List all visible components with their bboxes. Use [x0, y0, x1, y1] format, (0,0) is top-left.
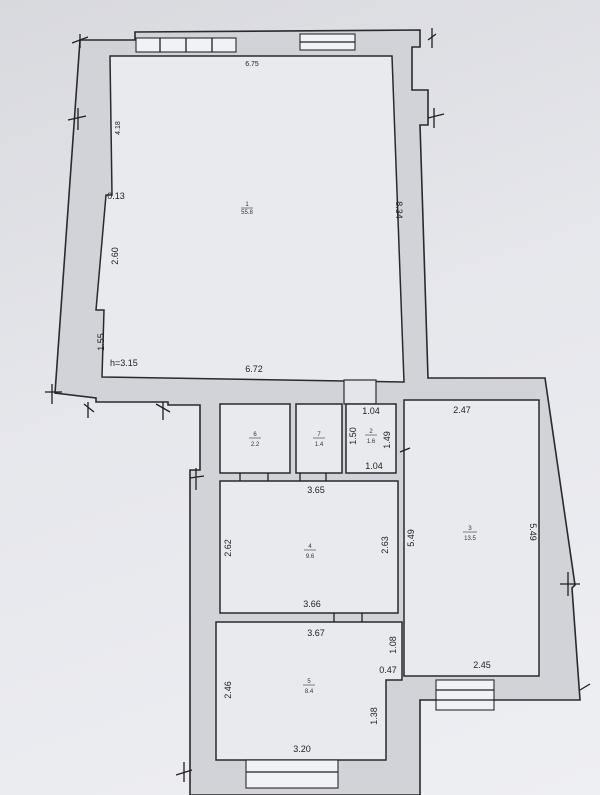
room-label-7: 7 1.4 [313, 432, 325, 448]
dim-r1-top: 6.75 [245, 61, 259, 68]
dim-r1-left-top: 4.18 [115, 121, 122, 135]
dim-r2-left: 1.50 [348, 427, 358, 445]
room-label-3: 3 13.5 [463, 526, 477, 542]
dim-r4-right: 2.63 [380, 536, 390, 554]
window-bottom-room-3 [435, 679, 495, 711]
room-6 [219, 403, 291, 474]
room-3 [403, 399, 540, 677]
dim-r2-top: 1.04 [362, 406, 380, 416]
window-top-right [299, 33, 356, 51]
svg-text:55.8: 55.8 [241, 210, 253, 216]
svg-text:6: 6 [253, 432, 257, 438]
dim-r3-left: 5.49 [406, 529, 416, 547]
dim-r5-left: 2.46 [223, 681, 233, 699]
dim-r3-right: 5.49 [528, 523, 538, 541]
dim-r1-bottom: 6.72 [245, 364, 263, 374]
dim-r4-top: 3.65 [307, 485, 325, 495]
svg-text:1.4: 1.4 [315, 442, 324, 448]
room-label-4: 4 9.6 [304, 544, 316, 560]
dim-r1-right: 8.34 [394, 201, 404, 219]
svg-text:2: 2 [369, 429, 373, 435]
dim-r2-bottom: 1.04 [365, 461, 383, 471]
dim-r5-top: 3.67 [307, 628, 325, 638]
svg-text:3: 3 [468, 526, 472, 532]
dim-r5-right-low: 1.38 [369, 707, 379, 725]
room-label-1: 1 55.8 [241, 202, 253, 216]
dim-r5-bottom: 3.20 [293, 744, 311, 754]
svg-text:1: 1 [245, 202, 249, 208]
dim-r4-bottom: 3.66 [303, 599, 321, 609]
room-label-6: 6 2.2 [249, 432, 261, 448]
dim-r5-step: 0.47 [379, 665, 397, 675]
svg-text:4: 4 [308, 544, 312, 550]
ceiling-height: h=3.15 [110, 358, 138, 368]
corridor-bottom [343, 379, 377, 405]
dim-r1-left-low: 1.55 [96, 333, 106, 351]
svg-text:13.5: 13.5 [464, 536, 476, 542]
dim-r2-right: 1.49 [382, 431, 392, 449]
svg-text:1.6: 1.6 [367, 439, 376, 445]
dim-r3-bottom: 2.45 [473, 660, 491, 670]
room-2 [345, 403, 397, 474]
svg-text:9.6: 9.6 [306, 554, 315, 560]
svg-text:7: 7 [317, 432, 321, 438]
dim-r3-top: 2.47 [453, 405, 471, 415]
room-1 [95, 55, 405, 383]
window-top-left [135, 37, 237, 53]
dim-r1-left-step: 0.13 [107, 191, 125, 201]
dim-r1-left-mid: 2.60 [110, 247, 120, 265]
room-4 [219, 480, 399, 614]
window-bottom-room-5 [245, 759, 339, 789]
room-5 [215, 621, 403, 761]
dim-r5-right-top: 1.08 [388, 636, 398, 654]
room-label-5: 5 8.4 [303, 679, 315, 695]
dim-r4-left: 2.62 [223, 539, 233, 557]
room-label-2: 2 1.6 [365, 429, 377, 445]
svg-text:2.2: 2.2 [251, 442, 260, 448]
room-7 [295, 403, 343, 474]
break-markers [45, 28, 591, 782]
svg-text:5: 5 [307, 679, 311, 685]
svg-text:8.4: 8.4 [305, 689, 314, 695]
